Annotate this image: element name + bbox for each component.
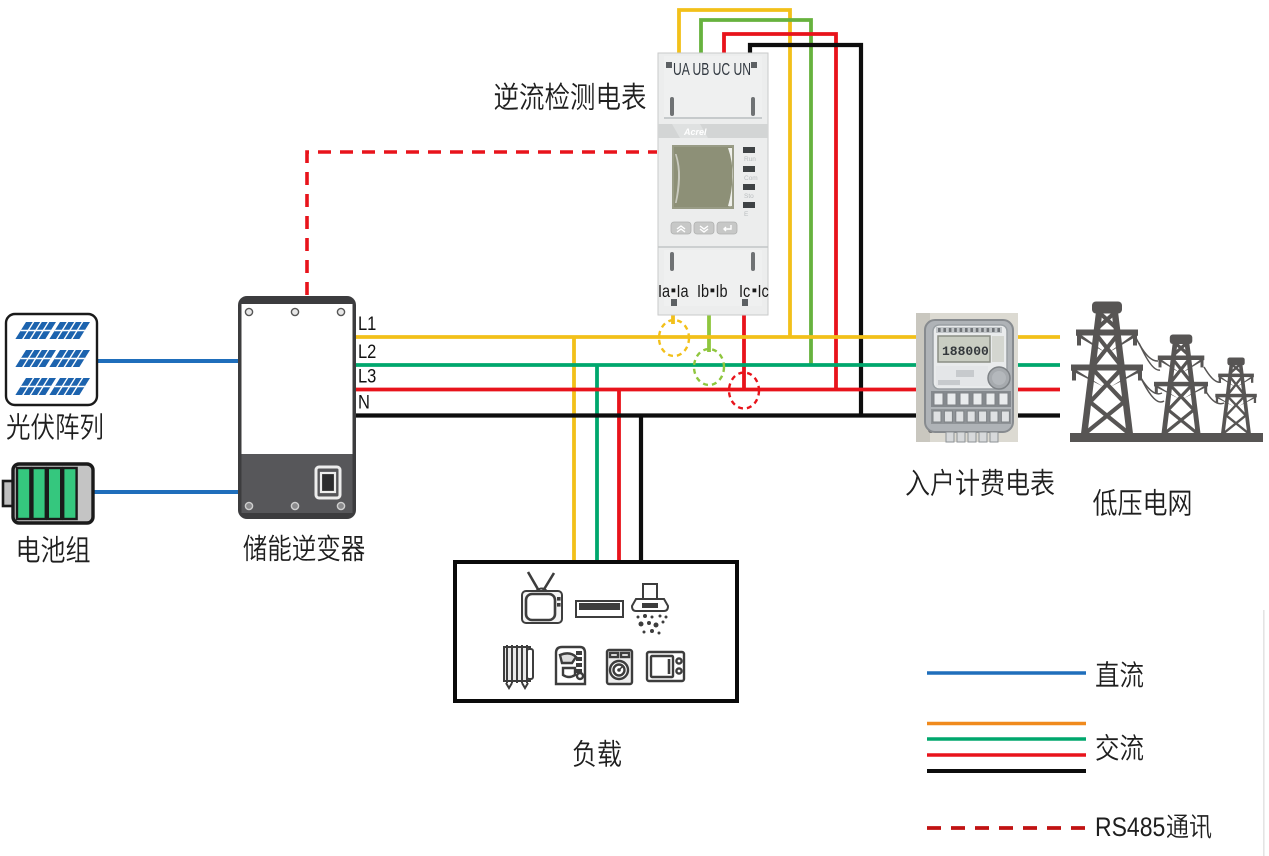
svg-text:Ic: Ic: [739, 283, 750, 301]
svg-text:Ib: Ib: [697, 283, 709, 301]
svg-text:Ic: Ic: [758, 283, 769, 301]
svg-text:L1: L1: [358, 313, 376, 335]
svg-text:Ib: Ib: [716, 283, 728, 301]
svg-text:UA UB UC UN: UA UB UC UN: [673, 61, 751, 79]
svg-text:N: N: [358, 391, 370, 413]
svg-text:Acrel: Acrel: [683, 127, 707, 137]
svg-text:Sto: Sto: [744, 193, 754, 200]
svg-text:Ia: Ia: [677, 283, 689, 301]
svg-text:Com: Com: [744, 175, 758, 182]
svg-text:188000: 188000: [942, 344, 989, 359]
svg-text:L3: L3: [358, 365, 376, 387]
svg-text:RS485: RS485: [1095, 812, 1165, 842]
svg-text:Run: Run: [744, 156, 756, 163]
svg-text:Ia: Ia: [658, 283, 670, 301]
svg-text:L2: L2: [358, 341, 376, 363]
svg-text:E: E: [744, 211, 749, 218]
